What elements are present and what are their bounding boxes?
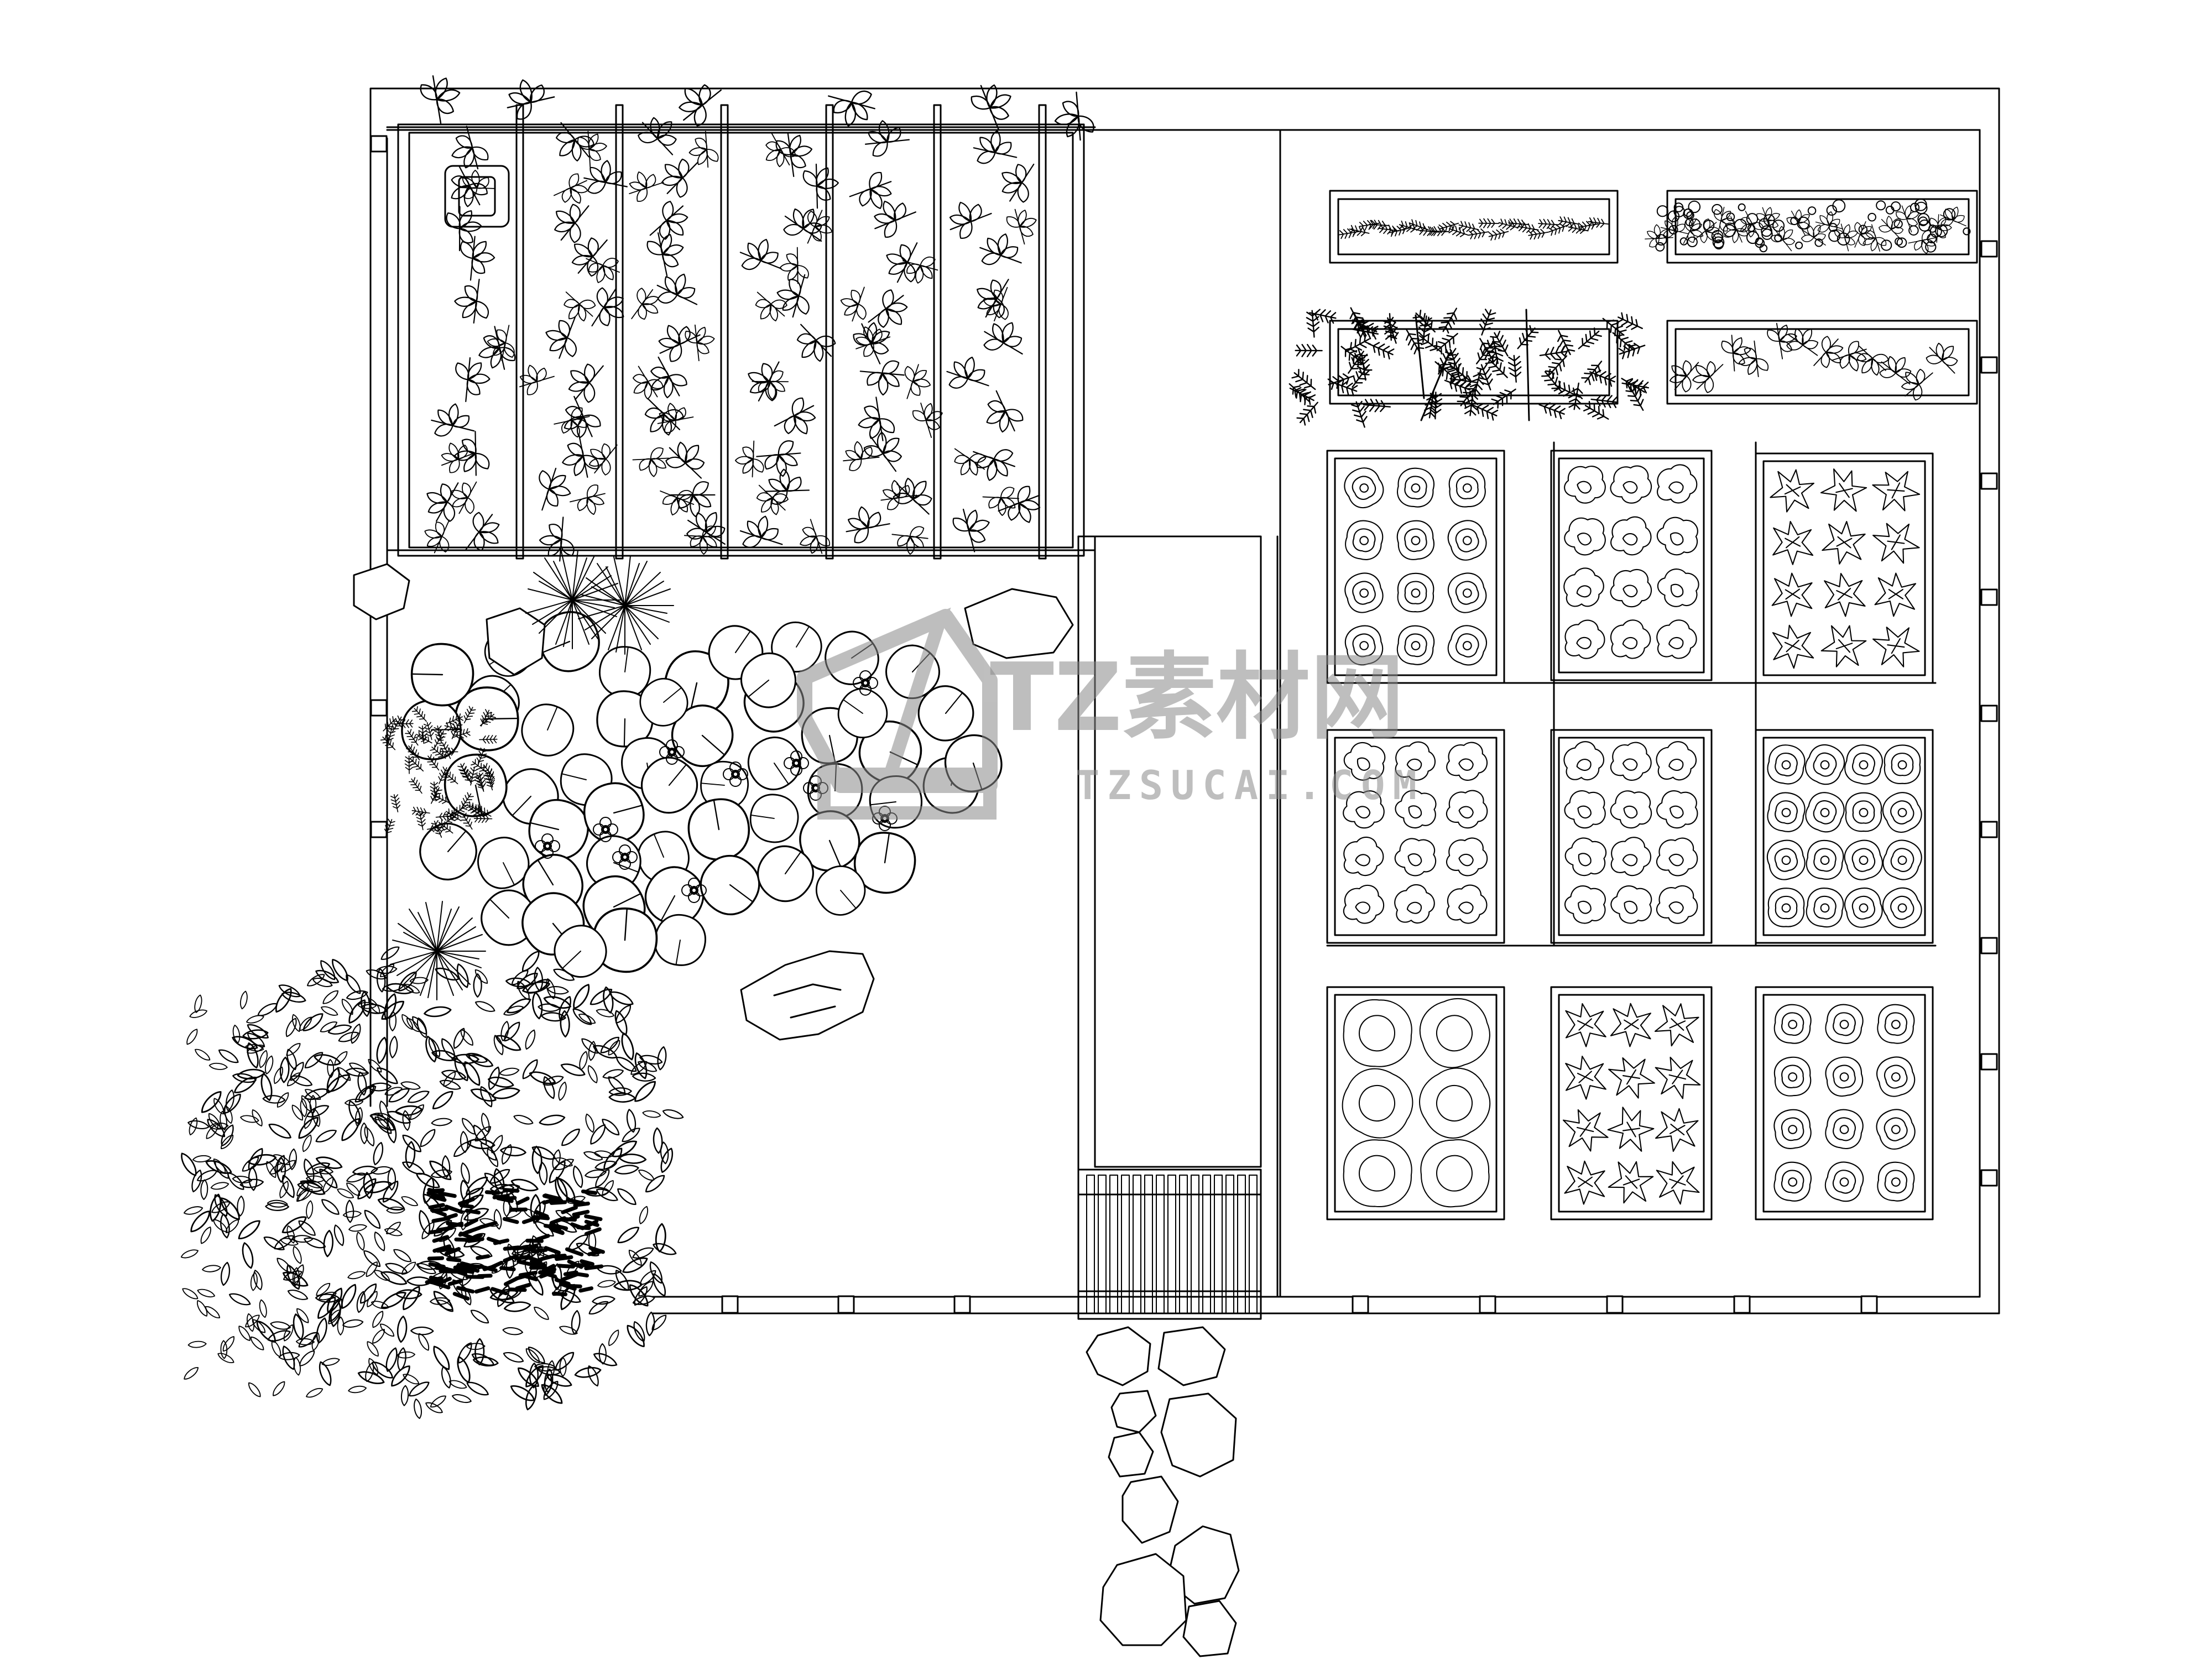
lily-pond [353,563,1074,1041]
watermark-logo: TZ素材网 TZSUCAI.COM [797,607,1425,820]
vegetable-bed [1550,986,1713,1220]
vegetable-bed [1550,450,1713,681]
vegetable-bed [1755,986,1934,1220]
vegetable-bed [1550,729,1713,944]
vegetable-bed [1755,452,1934,684]
watermark-main-text: TZ素材网 [990,643,1404,753]
garden-boundary-wall [369,87,2000,1314]
shrub-planting [178,705,685,1420]
vegetable-beds [1326,441,1937,1220]
vegetable-bed [1326,986,1505,1220]
watermark-sub-text: TZSUCAI.COM [1076,762,1425,808]
watermark-logo-mark [797,607,998,820]
vegetable-bed [1326,729,1505,944]
vegetable-bed [1755,729,1934,944]
herb-planters [1285,190,1978,430]
stepping-stones [1086,1326,1240,1657]
wooden-deck [1077,1168,1262,1320]
vegetable-bed [1326,450,1505,684]
vine-pergola [386,69,1103,566]
